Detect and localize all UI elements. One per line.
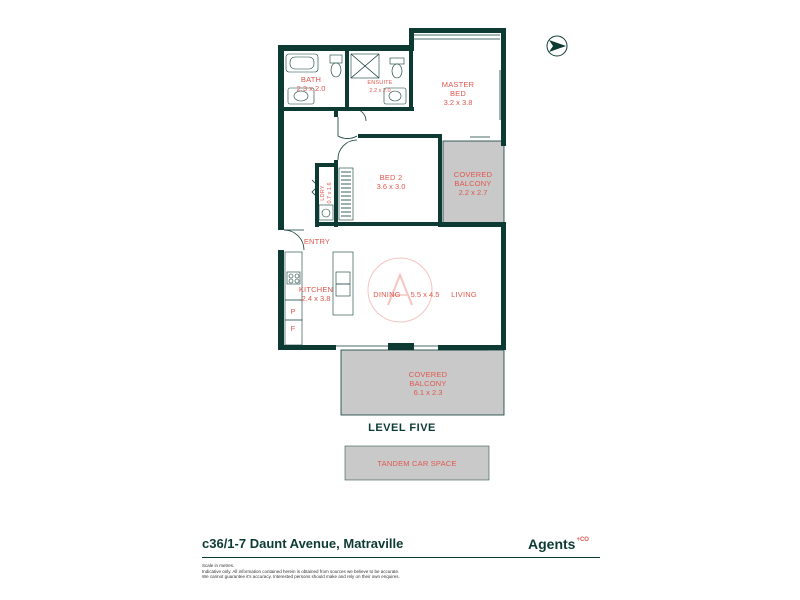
level-title: LEVEL FIVE	[368, 422, 436, 434]
ensuite-label: ENSUITE	[367, 80, 392, 86]
kitchen-fixtures	[284, 251, 354, 346]
master-bed-dims: 3.2 x 3.8	[444, 98, 473, 107]
watermark-logo-icon	[367, 257, 433, 323]
living-label: LIVING	[451, 290, 477, 299]
footer-divider	[202, 557, 600, 558]
disclaimer: Scale in metres. Indicative only. All in…	[202, 563, 502, 580]
disclaimer-line: Scale in metres.	[202, 563, 235, 568]
laundry-appliances	[311, 179, 334, 221]
main-balcony-dims: 6.1 x 2.3	[414, 388, 443, 397]
ensuite-fixtures	[350, 53, 407, 105]
side-balcony-label-line1: COVERED	[454, 170, 493, 179]
exterior-walls	[278, 28, 506, 350]
bed2-label: BED 2	[380, 173, 403, 182]
agency-name: Agents	[528, 536, 576, 552]
windows	[336, 34, 504, 351]
bath-dims: 2.3 x 2.0	[297, 84, 326, 93]
car-space-label: TANDEM CAR SPACE	[377, 459, 456, 468]
living-dining-dims: 5.5 x 4.5	[411, 290, 440, 299]
bath-fixtures	[285, 53, 343, 105]
pantry-label: P	[290, 307, 295, 316]
bath-label: BATH	[301, 75, 321, 84]
disclaimer-line: Indicative only. All information contain…	[202, 568, 400, 574]
master-bed-label-line2: BED	[450, 89, 466, 98]
agency-logo: Agents+CO	[528, 536, 589, 552]
side-balcony-label-line2: BALCONY	[454, 179, 491, 188]
compass-icon	[546, 35, 568, 57]
tandem-car-space	[344, 445, 490, 481]
master-bed-label-line1: MASTER	[442, 80, 475, 89]
kitchen-label: KITCHEN	[299, 285, 333, 294]
covered-balcony-side	[442, 140, 505, 226]
side-balcony-dims: 2.2 x 2.7	[459, 188, 488, 197]
wardrobe	[338, 167, 354, 221]
main-balcony-label-line2: BALCONY	[409, 379, 446, 388]
laundry-label: LDRY	[320, 185, 326, 201]
dining-label: DINING	[373, 290, 400, 299]
ensuite-dims: 2.2 x 2.0	[369, 88, 390, 94]
covered-balcony-main	[340, 349, 505, 416]
laundry-dims: 0.7 x 1.6	[327, 182, 333, 203]
agency-suffix: +CO	[576, 537, 589, 543]
main-balcony-label-line1: COVERED	[409, 370, 448, 379]
disclaimer-line: We cannot guarantee it's accuracy. Inter…	[202, 574, 400, 580]
bed2-dims: 3.6 x 3.0	[377, 182, 406, 191]
door-swings	[283, 108, 367, 251]
fridge-label: F	[291, 324, 296, 333]
property-address: c36/1-7 Daunt Avenue, Matraville	[202, 536, 404, 551]
entry-label: ENTRY	[304, 237, 330, 246]
kitchen-dims: 2.4 x 3.8	[302, 294, 331, 303]
